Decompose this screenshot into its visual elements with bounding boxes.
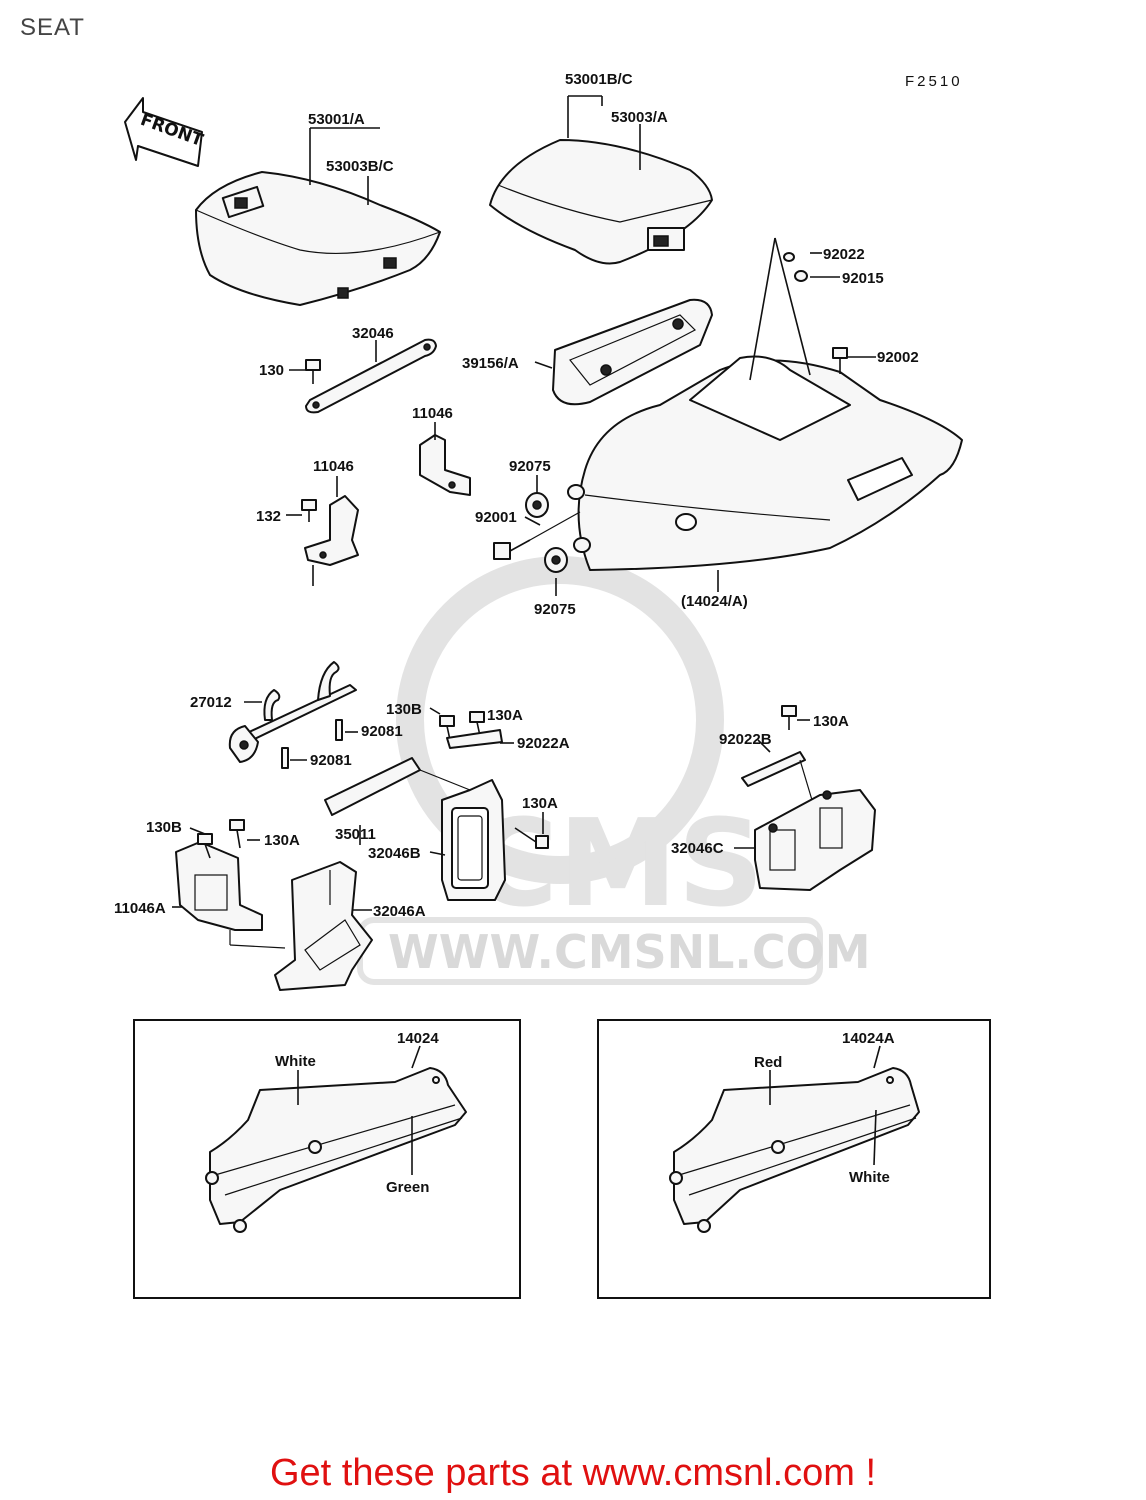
- seat-tray: [552, 298, 713, 406]
- parts-diagram: CMS WWW.CMSNL.COM F2510 FRONT: [114, 71, 991, 1299]
- promo-link[interactable]: Get these parts at www.cmsnl.com !: [269, 1452, 877, 1494]
- inset-right-color-0: Red: [754, 1054, 782, 1071]
- callout-label: 32046B: [368, 845, 421, 862]
- bracket-11046a: [175, 819, 286, 949]
- callout-label: 92075: [509, 458, 551, 475]
- callout-label: 130B: [146, 819, 182, 836]
- callout-label: 92002: [877, 349, 919, 366]
- callout-label: 92001: [475, 509, 517, 526]
- callout-label: 35011: [335, 826, 376, 843]
- callout-label: 27012: [190, 694, 232, 711]
- bracket-32046b: [439, 711, 549, 901]
- callout-label: 92081: [310, 752, 352, 769]
- bracket-32046c: [741, 705, 876, 891]
- callout-label: 32046C: [671, 840, 724, 857]
- callout-label: 130B: [386, 701, 422, 718]
- callout-label: 132: [256, 508, 281, 525]
- callout-label: 92022B: [719, 731, 772, 748]
- plate-35011: [324, 757, 471, 816]
- pillion-seat: [489, 139, 713, 265]
- callout-label: 92075: [534, 601, 576, 618]
- callout-label: 53003B/C: [326, 158, 394, 175]
- callout-label: 92022: [823, 246, 865, 263]
- inset-left-color-0: White: [275, 1053, 316, 1070]
- callout-label: 92081: [361, 723, 403, 740]
- callout-label: 53001B/C: [565, 71, 633, 88]
- fasteners-top: [305, 237, 848, 384]
- callout-label: 92015: [842, 270, 884, 287]
- callout-label: 53003/A: [611, 109, 668, 126]
- watermark: CMS WWW.CMSNL.COM: [357, 556, 871, 985]
- brackets-11046: [301, 434, 471, 586]
- callout-label: 11046: [412, 405, 453, 422]
- callout-label: 130A: [487, 707, 523, 724]
- inset-right: 14024A Red White: [597, 1019, 991, 1299]
- inset-right-color-1: White: [849, 1169, 890, 1186]
- bracket-32046a: [274, 861, 373, 991]
- watermark-logo: CMS: [470, 795, 764, 934]
- bushings: [493, 492, 581, 573]
- callout-label: 32046A: [373, 903, 426, 920]
- callout-label: 130A: [264, 832, 300, 849]
- callout-label: 130: [259, 362, 284, 379]
- callout-label: 39156/A: [462, 355, 519, 372]
- callout-label: 32046: [352, 325, 394, 342]
- callout-label: (14024/A): [681, 593, 748, 610]
- inset-right-part: 14024A: [842, 1030, 895, 1047]
- watermark-url: WWW.CMSNL.COM: [388, 925, 871, 979]
- leader-lines: [172, 95, 876, 911]
- inset-left-part: 14024: [397, 1030, 439, 1047]
- front-arrow: FRONT: [124, 97, 206, 167]
- callout-label: 53001/A: [308, 111, 365, 128]
- page-title: SEAT: [20, 14, 85, 41]
- callout-label: 92022A: [517, 735, 570, 752]
- callout-label: 130A: [813, 713, 849, 730]
- rider-seat: [195, 171, 441, 306]
- callout-label: 11046: [313, 458, 354, 475]
- inset-left-color-1: Green: [386, 1179, 429, 1196]
- inset-left: 14024 White Green: [133, 1019, 521, 1299]
- seat-lock: [228, 661, 357, 769]
- tail-cowl: [567, 355, 963, 571]
- callout-label: 11046A: [114, 900, 166, 917]
- figure-code: F2510: [905, 73, 963, 90]
- callout-labels: 53001B/C 53003/A 53001/A 53003B/C 92022 …: [114, 71, 919, 920]
- callout-label: 130A: [522, 795, 558, 812]
- seat-stay: [305, 338, 437, 414]
